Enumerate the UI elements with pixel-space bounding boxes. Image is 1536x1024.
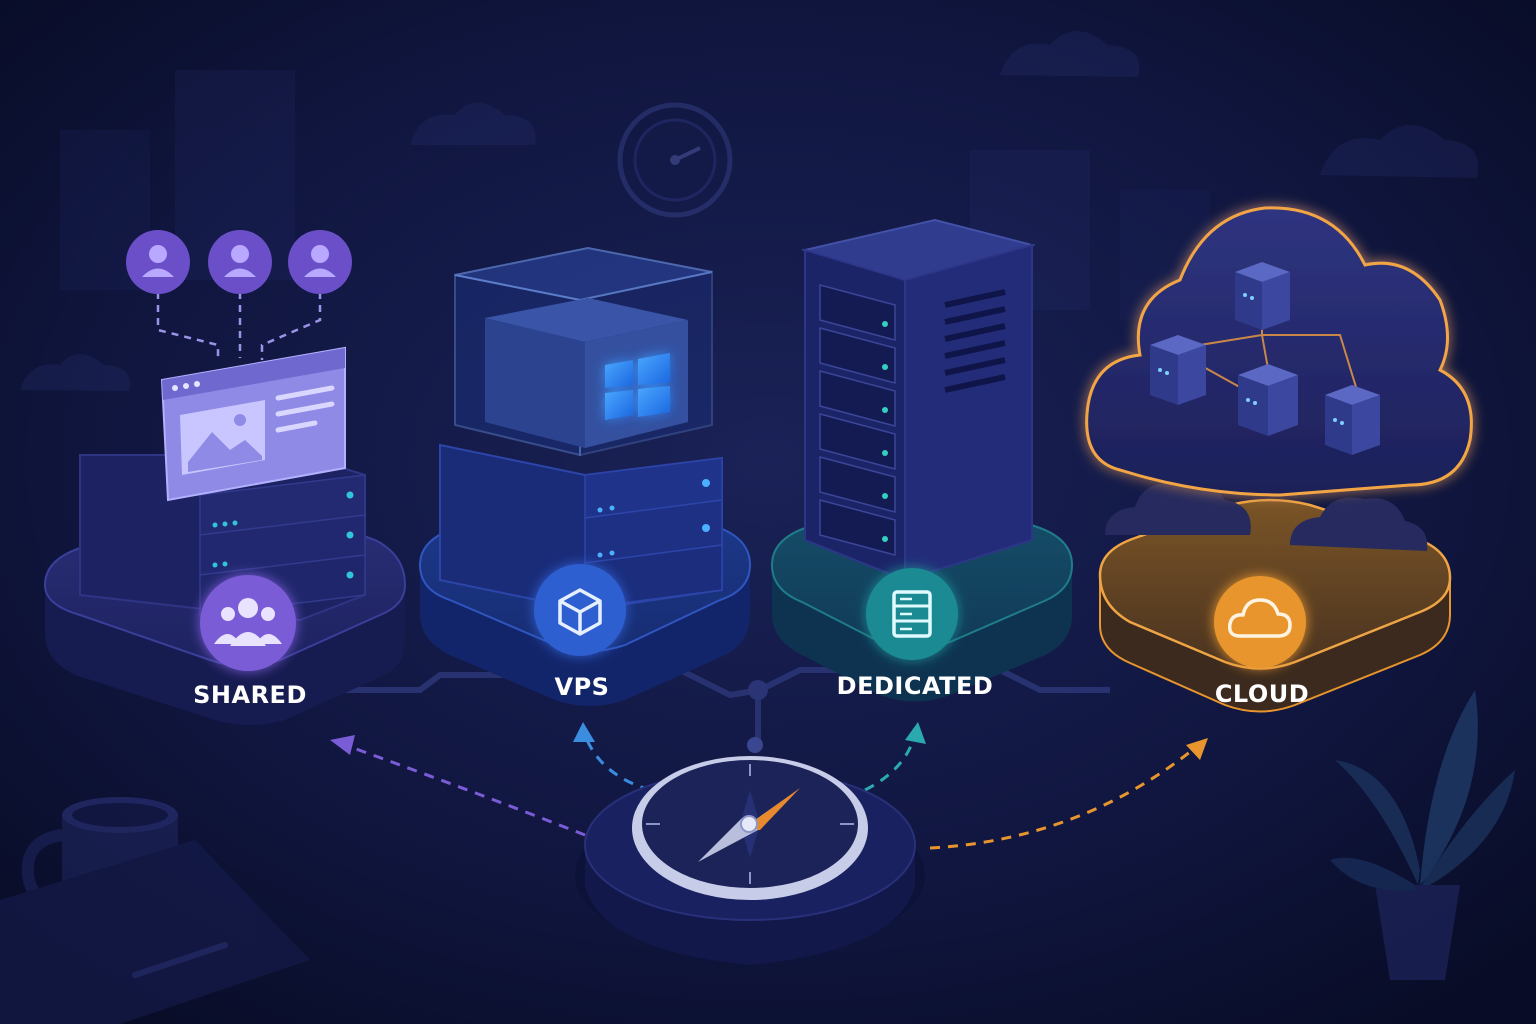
arrowhead-cloud <box>1186 738 1208 760</box>
cloud-node-3 <box>1238 364 1298 436</box>
connector-node <box>747 737 763 753</box>
vps-glass-cube <box>454 246 713 457</box>
cube-icon <box>534 564 626 656</box>
arrow-to-vps <box>583 734 651 792</box>
shared-server-stack <box>79 454 366 622</box>
plant <box>1330 690 1515 980</box>
cloud-node-1 <box>1235 262 1290 330</box>
cloud-mist-left <box>1105 481 1251 535</box>
shared-user-links <box>156 292 322 362</box>
user-avatar-1 <box>126 230 190 294</box>
shared-website-window <box>160 346 346 502</box>
cloud-hosting: CLOUD <box>1085 206 1473 713</box>
foreground-decor <box>0 690 1515 1024</box>
compass-icon <box>575 756 925 965</box>
user-avatar-3 <box>288 230 352 294</box>
group-icon <box>200 575 296 671</box>
arrowhead-shared <box>330 735 355 755</box>
user-avatar-2 <box>208 230 272 294</box>
speedometer-icon <box>617 102 733 218</box>
windows-logo-icon <box>605 353 670 420</box>
vps-label: VPS <box>555 673 610 701</box>
bg-cloud-4 <box>20 354 130 391</box>
shared-hosting: SHARED <box>43 230 407 725</box>
dedicated-label: DEDICATED <box>837 672 994 700</box>
direction-arrows <box>344 734 1196 850</box>
bg-cloud-2 <box>1000 31 1140 77</box>
connector-hub <box>748 680 768 700</box>
arrow-to-cloud <box>929 746 1196 850</box>
vps-hosting: VPS <box>418 246 752 706</box>
arrow-to-dedicated <box>864 734 917 792</box>
cloud-node-2 <box>1150 335 1206 405</box>
arrowhead-dedicated <box>905 722 926 744</box>
dedicated-server-tower <box>801 218 1036 582</box>
dedicated-hosting: DEDICATED <box>770 218 1074 702</box>
bg-cloud-3 <box>1320 125 1479 178</box>
cloud-node-4 <box>1325 385 1380 455</box>
arrow-to-shared <box>344 743 586 837</box>
arrowhead-vps <box>573 722 595 742</box>
bg-cloud-1 <box>410 102 536 145</box>
shared-label: SHARED <box>193 681 307 709</box>
cloud-mist-right <box>1290 497 1428 551</box>
server-icon <box>866 568 958 660</box>
cloud-label: CLOUD <box>1215 680 1309 708</box>
cloud-icon <box>1214 576 1306 668</box>
users-icon <box>126 230 352 294</box>
notebook <box>0 840 310 1024</box>
